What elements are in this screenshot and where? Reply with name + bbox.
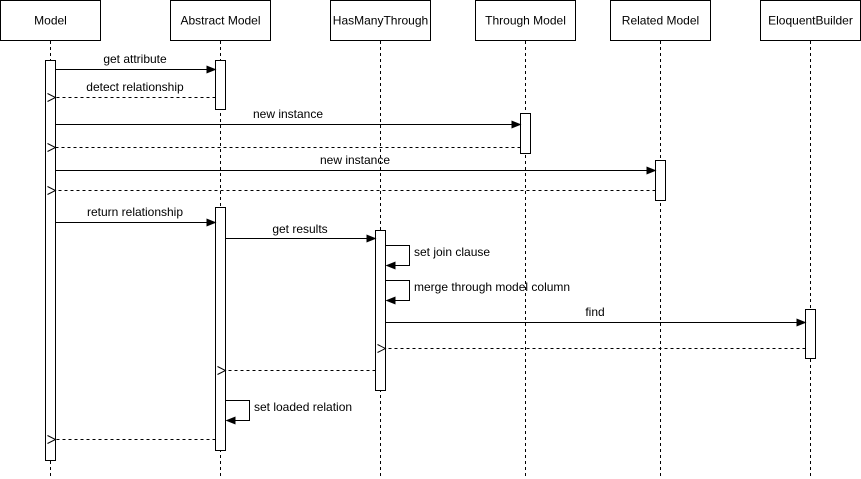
message-get-attribute: get attribute: [55, 52, 217, 74]
participant-model: Model: [0, 0, 101, 41]
participant-label-abstract-model: Abstract Model: [180, 14, 260, 28]
message-new-instance-through: new instance: [55, 107, 522, 129]
message-label: set loaded relation: [254, 400, 352, 414]
participant-label-eloquentbuilder: EloquentBuilder: [768, 14, 853, 28]
message-label: set join clause: [414, 245, 490, 259]
message-label: new instance: [320, 153, 390, 167]
message-set-join-clause: set join clause: [385, 245, 490, 270]
participant-label-hasmanythrough: HasManyThrough: [333, 14, 428, 28]
message-label: return relationship: [87, 205, 183, 219]
participant-eloquentbuilder: EloquentBuilder: [760, 0, 861, 41]
message-label: new instance: [253, 107, 323, 121]
message-detect-relationship: detect relationship: [56, 80, 216, 98]
participant-hasmanythrough: HasManyThrough: [330, 0, 431, 41]
message-label: find: [585, 305, 604, 319]
message-return-relationship: return relationship: [55, 205, 217, 227]
message-label: detect relationship: [86, 80, 184, 94]
activation-builder: [805, 309, 816, 359]
activation-abstract-1: [215, 60, 226, 110]
activation-through: [520, 113, 531, 154]
activation-hasmanythrough: [375, 230, 386, 391]
message-get-results: get results: [225, 222, 377, 243]
participant-label-through-model: Through Model: [485, 14, 566, 28]
message-label: get attribute: [103, 52, 167, 66]
message-set-loaded-relation: set loaded relation: [225, 400, 352, 425]
participant-label-model: Model: [34, 14, 67, 28]
message-label: merge through model column: [414, 280, 570, 294]
activation-related: [655, 160, 666, 201]
activation-model: [45, 60, 56, 461]
participant-abstract-model: Abstract Model: [170, 0, 271, 41]
activation-abstract-2: [215, 207, 226, 451]
message-label: get results: [272, 222, 327, 236]
participant-label-related-model: Related Model: [622, 14, 699, 28]
message-new-instance-related: new instance: [55, 153, 657, 175]
participant-related-model: Related Model: [610, 0, 711, 41]
message-merge-through-model-column: merge through model column: [385, 280, 570, 305]
participant-through-model: Through Model: [475, 0, 576, 41]
message-find: find: [385, 305, 807, 327]
